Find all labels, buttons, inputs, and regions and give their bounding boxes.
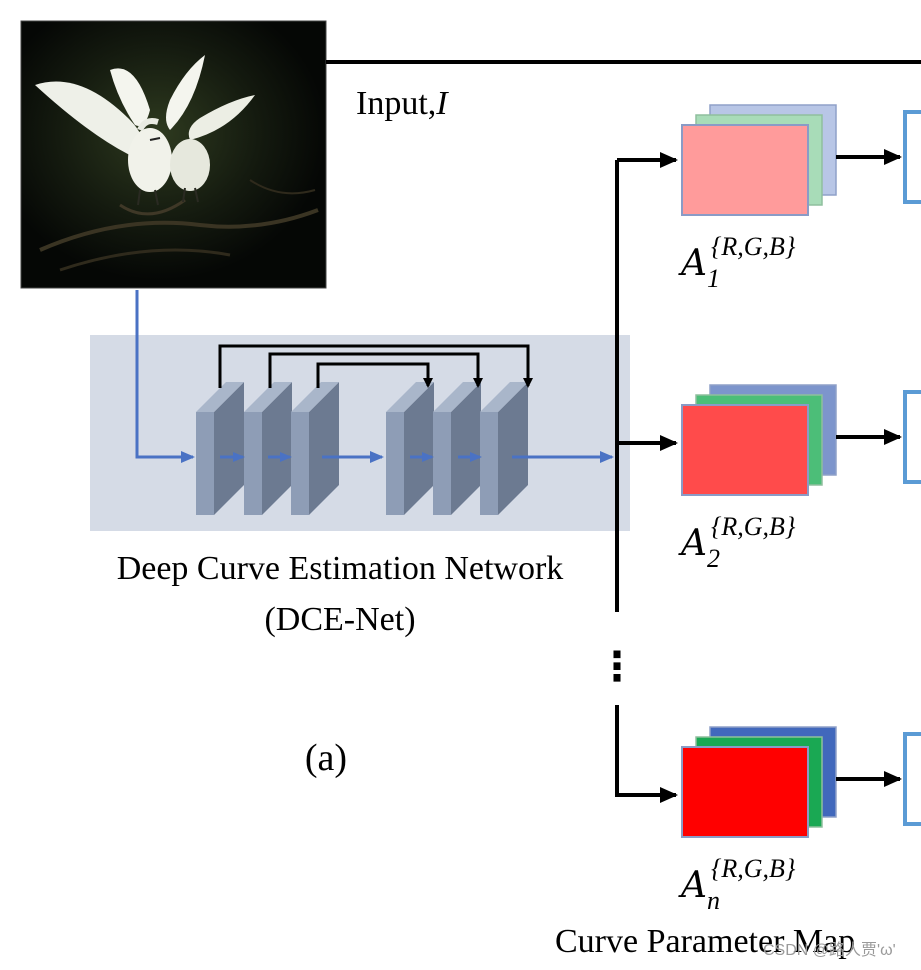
network-panel <box>90 335 630 531</box>
distribution-lines <box>615 152 678 803</box>
network-layer-block <box>196 382 244 515</box>
skip-connection-2 <box>268 352 483 388</box>
layer-top-face <box>480 382 528 412</box>
input-image <box>20 20 327 289</box>
skip-connection-1 <box>218 344 533 388</box>
layer-side-face <box>309 382 339 515</box>
layer-front-face <box>386 412 404 515</box>
layer-top-face <box>244 382 292 412</box>
layer-side-face <box>498 382 528 515</box>
skip-connections <box>218 344 533 388</box>
layer-front-face <box>244 412 262 515</box>
network-layer-block <box>244 382 292 515</box>
curve-map-label-subscript: 1 <box>707 264 720 293</box>
curve-map-label-subscript: 2 <box>707 544 720 573</box>
curve-map-stack: A{R,G,B}n <box>678 726 921 915</box>
curve-map-stack: A{R,G,B}1 <box>678 104 921 293</box>
input-to-network-arrow <box>135 290 195 463</box>
network-title: Deep Curve Estimation Network <box>117 550 564 587</box>
map-layer-r <box>681 124 809 216</box>
input-label: Input,I <box>356 85 449 122</box>
layer-side-face <box>404 382 434 515</box>
curve-map-label: A{R,G,B} <box>678 512 796 564</box>
layer-top-face <box>196 382 244 412</box>
layer-side-face <box>214 382 244 515</box>
ellipsis: ⋮ <box>597 644 637 690</box>
network-abbr: (DCE-Net) <box>264 601 415 638</box>
enhancement-box-edge <box>903 732 921 826</box>
network-layer-block <box>480 382 528 515</box>
map-layer-r <box>681 746 809 838</box>
curve-map-label: A{R,G,B} <box>678 854 796 906</box>
layer-top-face <box>433 382 481 412</box>
layer-front-face <box>291 412 309 515</box>
skip-connection-3 <box>316 362 433 388</box>
curve-map-label-subscript: n <box>707 886 720 915</box>
map-layer-r <box>681 404 809 496</box>
watermark: CSDN @路人贾'ω' <box>763 941 896 959</box>
enhancement-box-edge <box>903 390 921 484</box>
curve-map-label: A{R,G,B} <box>678 232 796 284</box>
curve-map-stack: A{R,G,B}2 <box>678 384 921 573</box>
enhancement-box-edge <box>903 110 921 204</box>
layer-front-face <box>433 412 451 515</box>
layer-front-face <box>480 412 498 515</box>
panel-label: (a) <box>305 737 347 779</box>
network-layer-block <box>291 382 339 515</box>
layer-side-face <box>451 382 481 515</box>
layer-side-face <box>262 382 292 515</box>
network-layer-block <box>433 382 481 515</box>
layer-top-face <box>386 382 434 412</box>
layer-front-face <box>196 412 214 515</box>
network-layers <box>196 382 528 515</box>
curve-parameter-maps: A{R,G,B}1A{R,G,B}2A{R,G,B}n <box>678 104 921 915</box>
network-layer-block <box>386 382 434 515</box>
curve-map-caption: Curve Parameter Map <box>555 923 855 960</box>
layer-top-face <box>291 382 339 412</box>
